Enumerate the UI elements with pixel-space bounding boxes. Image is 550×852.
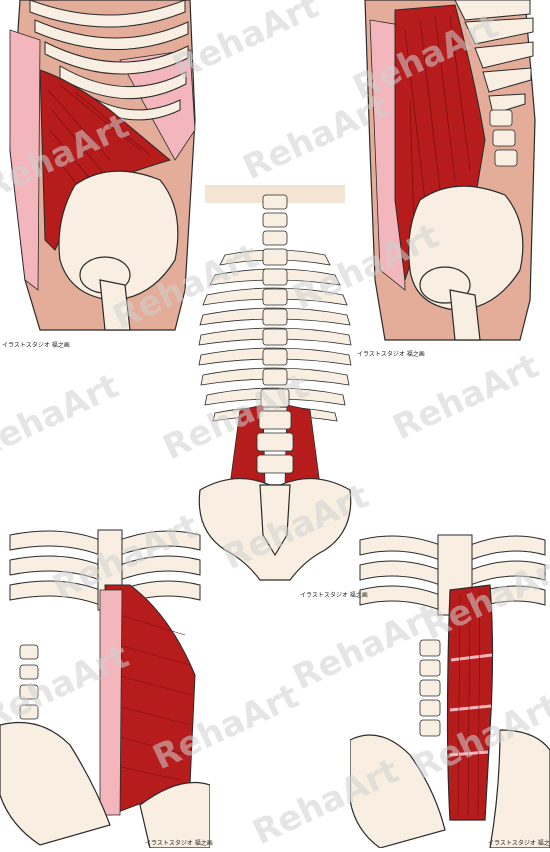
spine-lateral xyxy=(489,109,518,167)
anterior-torso-illustration-left xyxy=(0,529,210,848)
tendinous-intersections xyxy=(449,653,493,757)
credit-label-top-left: イラストスタジオ 福之画 xyxy=(2,342,70,349)
panel-bottom-right-anterior xyxy=(350,530,550,848)
pelvis-anterior-left xyxy=(0,721,210,848)
posterior-spine-illustration xyxy=(198,185,352,581)
watermark-text: RehaArt xyxy=(387,346,545,448)
lateral-torso-illustration-right xyxy=(364,0,536,341)
credit-label-bottom-right: イラストスタジオ 福之画 xyxy=(488,840,550,847)
lateral-torso-illustration-left xyxy=(9,0,196,331)
panel-bottom-left-anterior xyxy=(0,525,210,848)
rib-cage-right xyxy=(454,0,534,115)
vertebral-column xyxy=(256,194,294,474)
panel-center-posterior xyxy=(195,185,355,595)
credit-label-top-right: イラストスタジオ 福之画 xyxy=(357,351,425,358)
panel-top-left-lateral xyxy=(0,0,205,340)
credit-label-center: イラストスタジオ 福之画 xyxy=(300,592,368,599)
pelvis-bone xyxy=(58,170,179,331)
pelvis-posterior xyxy=(198,477,352,581)
credit-label-bottom-left: イラストスタジオ 福之画 xyxy=(145,840,213,847)
spine-anterior-left xyxy=(19,644,39,720)
pelvis-bone-right xyxy=(408,185,524,341)
anterior-torso-illustration-right xyxy=(350,534,550,848)
panel-top-right-lateral xyxy=(355,0,550,350)
rectus-sheath xyxy=(99,589,123,816)
spine-anterior-right xyxy=(419,639,441,737)
watermark-text: RehaArt xyxy=(0,366,125,468)
